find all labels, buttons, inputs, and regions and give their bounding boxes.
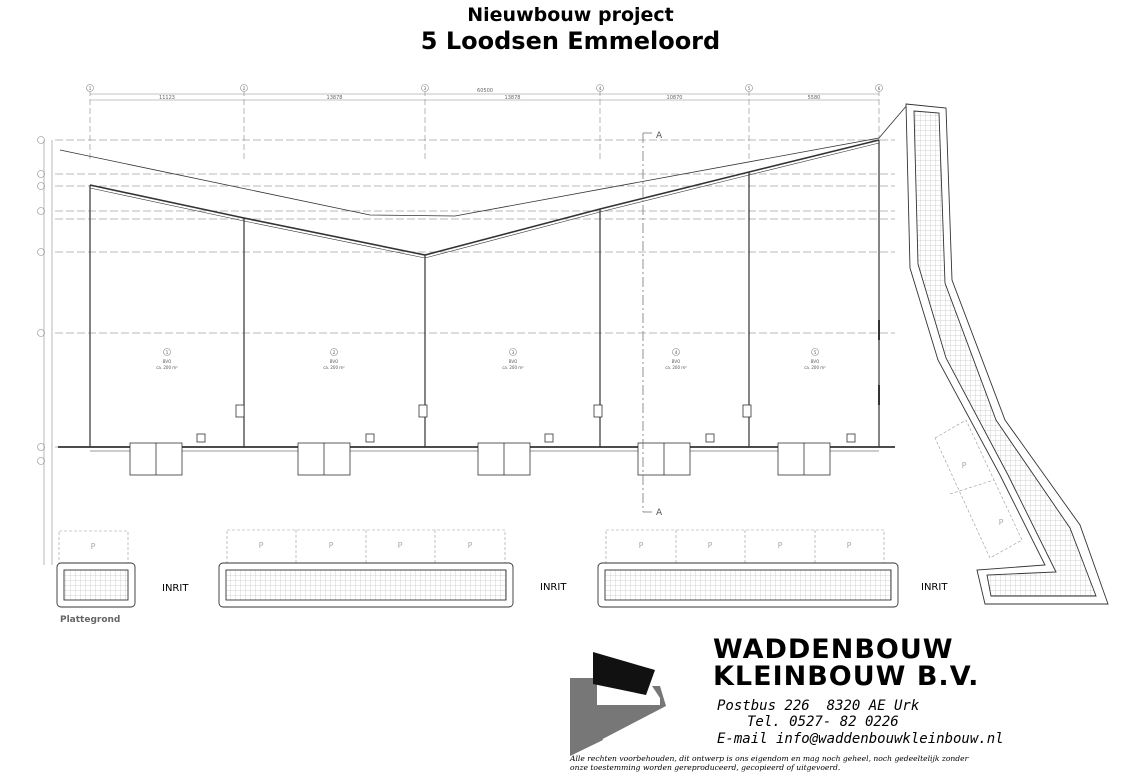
parking-label-7: P (708, 541, 713, 550)
parking-label-1: P (91, 542, 96, 551)
planter-strips (56, 103, 1109, 608)
unit-area-2: ca. 200 m² (323, 365, 345, 370)
entrance-labels: INRIT INRIT INRIT (162, 582, 948, 594)
parking-row-right (605, 529, 885, 565)
unit-label-2: BVO (330, 359, 338, 364)
project-subtitle: Nieuwbouw project (467, 4, 674, 26)
company-name-line1: WADDENBOUW (713, 634, 954, 665)
top-dimension-chain (90, 93, 879, 101)
parking-label-2: P (259, 541, 264, 550)
site-boundary (59, 103, 909, 217)
parking-label-5: P (468, 541, 473, 550)
view-label: Plattegrond (60, 615, 121, 625)
meter-boxes (196, 404, 856, 443)
horizontal-grid-lines (55, 139, 895, 448)
parking-labels: P P P P P P P P P P P (91, 461, 1004, 551)
company-name: WADDENBOUW KLEINBOUW B.V. (713, 636, 979, 690)
grid-axis-3: 3 (424, 86, 427, 91)
dimension-4: 10870 (667, 95, 683, 101)
unit-label-5: BVO (811, 359, 819, 364)
entrance-label-3: INRIT (921, 582, 948, 593)
left-dimension-chain (37, 136, 53, 565)
dimension-5: 5580 (808, 95, 821, 101)
unit-number-4: 4 (675, 350, 678, 355)
dimension-1: 11123 (159, 95, 175, 101)
parking-label-11: P (999, 518, 1004, 527)
unit-number-3: 3 (512, 350, 515, 355)
disclaimer-line-2: onze toestemming worden gereproduceerd, … (570, 763, 841, 772)
grid-axis-5: 5 (748, 86, 751, 91)
section-line (642, 132, 652, 513)
company-address: Postbus 226 8320 AE Urk (717, 698, 920, 714)
parking-row-middle (226, 529, 506, 565)
overall-dimension-label: 60500 (477, 88, 493, 94)
unit-label-1: BVO (163, 359, 171, 364)
grid-axis-6: 6 (878, 86, 881, 91)
company-phone: Tel. 0527- 82 0226 (747, 714, 899, 730)
back-wall (89, 139, 880, 259)
unit-area-4: ca. 200 m² (665, 365, 687, 370)
parking-label-10: P (962, 461, 967, 470)
dimension-labels: 11123 13878 13878 10870 5580 (159, 95, 820, 101)
grid-axis-4: 4 (599, 86, 602, 91)
dimension-3: 13878 (505, 95, 521, 101)
parking-diagonal (934, 419, 1023, 559)
company-email: E-mail info@waddenbouwkleinbouw.nl (717, 731, 1004, 747)
entrance-label-2: INRIT (540, 582, 567, 593)
company-logo (570, 652, 666, 756)
parking-label-4: P (398, 541, 403, 550)
unit-area-1: ca. 200 m² (156, 365, 178, 370)
parking-label-3: P (329, 541, 334, 550)
parking-label-6: P (639, 541, 644, 550)
unit-number-5: 5 (814, 350, 817, 355)
parking-label-9: P (847, 541, 852, 550)
grid-axis-1: 1 (89, 86, 92, 91)
section-marker-bottom: A (656, 508, 663, 518)
unit-label-4: BVO (672, 359, 680, 364)
project-title: 5 Loodsen Emmeloord (420, 27, 721, 55)
entrance-label-1: INRIT (162, 583, 189, 594)
overall-dimension: 60500 (477, 88, 493, 94)
parking-label-8: P (778, 541, 783, 550)
grid-axes: 1 2 3 4 5 6 (86, 84, 883, 160)
company-name-line2: KLEINBOUW B.V. (713, 661, 980, 692)
dimension-2: 13878 (327, 95, 343, 101)
front-offices (129, 442, 831, 476)
disclaimer: Alle rechten voorbehouden, dit ontwerp i… (570, 754, 1110, 772)
grid-axis-2: 2 (243, 86, 246, 91)
unit-area-3: ca. 200 m² (502, 365, 524, 370)
unit-number-2: 2 (333, 350, 336, 355)
unit-area-5: ca. 200 m² (804, 365, 826, 370)
unit-label-3: BVO (509, 359, 517, 364)
unit-number-1: 1 (166, 350, 169, 355)
section-marker-top: A (656, 131, 663, 141)
disclaimer-line-1: Alle rechten voorbehouden, dit ontwerp i… (570, 754, 969, 763)
